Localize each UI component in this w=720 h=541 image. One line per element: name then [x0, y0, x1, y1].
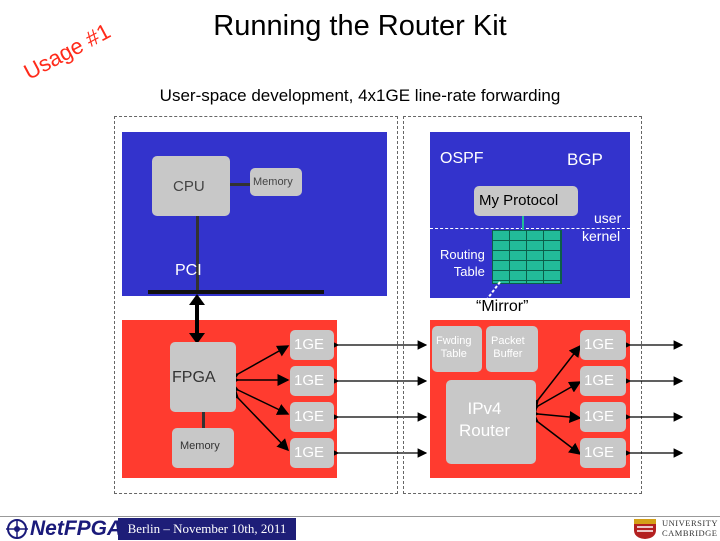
user-kernel-divider	[430, 228, 630, 229]
my-protocol-routing-link	[522, 216, 524, 230]
cpu-box	[152, 156, 230, 216]
left-port-4-label: 1GE	[294, 444, 325, 461]
pci-bus	[148, 290, 324, 294]
left-port-4	[290, 438, 334, 468]
left-port-2	[290, 366, 334, 396]
inter-system-links	[334, 340, 428, 458]
fpga-memory-link	[202, 412, 205, 428]
packet-buffer-label: Packet Buffer	[491, 335, 525, 360]
page-subtitle: User-space development, 4x1GE line-rate …	[159, 86, 561, 105]
host-memory-label: Memory	[253, 176, 293, 188]
host-memory-box	[250, 168, 302, 196]
ospf-label: OSPF	[440, 150, 484, 167]
left-port-3-label: 1GE	[294, 408, 325, 425]
footer-event: Berlin – November 10th, 2011	[118, 518, 296, 540]
left-fpga-port-links	[236, 345, 290, 452]
my-protocol-label: My Protocol	[479, 192, 559, 209]
my-protocol-box	[474, 186, 578, 216]
pci-fpga-arrow	[189, 294, 205, 344]
fwding-table-label: Fwding Table	[436, 335, 472, 360]
cpu-pci-link	[196, 216, 199, 291]
right-port-2	[580, 366, 626, 396]
right-port-3-label: 1GE	[584, 408, 615, 425]
fpga-label: FPGA	[172, 369, 216, 386]
pci-label: PCI	[175, 262, 202, 279]
left-port-1	[290, 330, 334, 360]
left-system-outline	[114, 116, 398, 494]
mirror-label: “Mirror”	[476, 298, 529, 315]
cambridge-wordmark: UNIVERSITY OF CAMBRIDGE	[662, 518, 718, 538]
page-title: Running the Router Kit	[213, 10, 507, 42]
routing-table-grid	[492, 230, 562, 284]
footer-rule	[0, 516, 720, 517]
user-label: user	[594, 210, 622, 226]
external-port-links	[626, 340, 684, 458]
left-port-2-label: 1GE	[294, 372, 325, 389]
bgp-label: BGP	[567, 150, 603, 169]
router-port-links	[536, 344, 582, 455]
netfpga-logo-icon	[6, 519, 28, 539]
routing-table-label: Routing Table	[440, 247, 485, 279]
cpu-memory-bus	[230, 183, 252, 186]
kernel-label: kernel	[582, 228, 621, 244]
ipv4-router-label: IPv4 Router	[459, 399, 511, 440]
right-port-4	[580, 438, 626, 468]
right-system-outline	[403, 116, 642, 494]
right-port-2-label: 1GE	[584, 372, 615, 389]
fwding-table-box	[432, 326, 482, 372]
packet-buffer-box	[486, 326, 538, 372]
fpga-memory-label: Memory	[180, 440, 220, 452]
netfpga-logo-text: NetFPGA	[30, 517, 123, 540]
cpu-label: CPU	[173, 178, 205, 195]
ipv4-router-box	[446, 380, 536, 464]
right-port-3	[580, 402, 626, 432]
left-port-1-label: 1GE	[294, 336, 325, 353]
fpga-box	[170, 342, 236, 412]
usage-stamp: Usage #1	[20, 18, 114, 84]
fpga-memory-box	[172, 428, 234, 468]
cambridge-crest-icon	[634, 519, 656, 539]
right-port-1-label: 1GE	[584, 336, 615, 353]
left-port-3	[290, 402, 334, 432]
right-port-1	[580, 330, 626, 360]
right-port-4-label: 1GE	[584, 444, 615, 461]
